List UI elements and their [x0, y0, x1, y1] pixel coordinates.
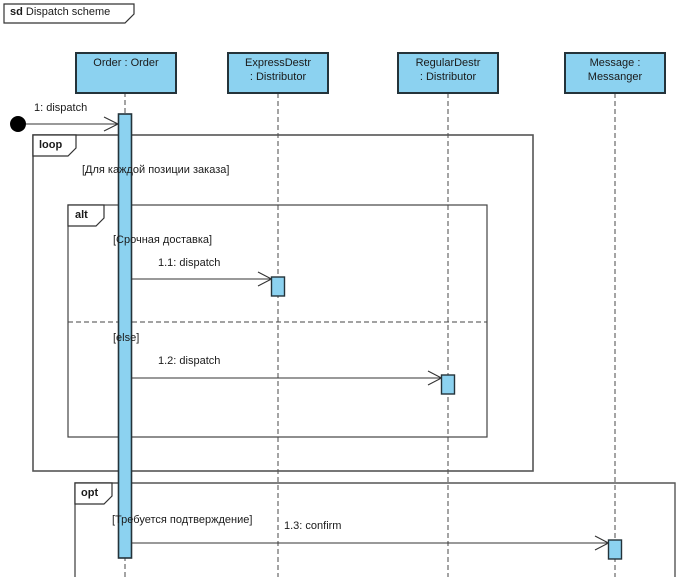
found-message-circle[interactable]: [10, 116, 26, 132]
lifeline-label-line2: : Distributor: [419, 71, 477, 83]
lifeline-label-line2: : Distributor: [249, 71, 307, 83]
lifeline-label: Order : Order: [93, 57, 159, 69]
alt-guard-urgent-text[interactable]: [Срочная доставка]: [113, 234, 213, 246]
regulardestr-activation-bar[interactable]: [440, 374, 456, 395]
alt-operator-label[interactable]: alt: [75, 209, 88, 221]
lifeline-head-messanger[interactable]: Message : Messanger: [564, 52, 666, 94]
loop-guard-text[interactable]: [Для каждой позиции заказа]: [82, 164, 230, 176]
alt-guard-else-text[interactable]: [else]: [113, 332, 140, 344]
message-1-3-label[interactable]: 1.3: confirm: [284, 520, 342, 532]
expressdestr-activation-bar[interactable]: [270, 276, 286, 297]
lifeline-head-expressdestr[interactable]: ExpressDestr : Distributor: [227, 52, 329, 94]
lifeline-head-order[interactable]: Order : Order: [75, 52, 177, 94]
lifeline-label: RegularDestr: [415, 57, 481, 69]
message-1-1-label[interactable]: 1.1: dispatch: [158, 257, 221, 269]
opt-operator-label[interactable]: opt: [81, 487, 99, 499]
diagram-title: sd Dispatch scheme: [10, 6, 110, 19]
opt-guard-text[interactable]: [Требуется подтверждение]: [112, 514, 253, 526]
lifeline-label-line2: Messanger: [587, 71, 643, 83]
frame-keyword: sd: [10, 6, 23, 18]
opt-operator-pentagon[interactable]: [74, 482, 113, 505]
loop-operator-label[interactable]: loop: [39, 139, 63, 151]
message-1-label[interactable]: 1: dispatch: [34, 102, 88, 114]
opt-fragment-frame[interactable]: [74, 482, 676, 577]
frame-title: Dispatch scheme: [25, 6, 111, 18]
messanger-activation-bar[interactable]: [607, 539, 623, 560]
order-activation-bar[interactable]: [117, 113, 133, 559]
message-1-2-label[interactable]: 1.2: dispatch: [158, 355, 221, 367]
alt-operator-pentagon[interactable]: [67, 204, 105, 227]
lifeline-label: Message :: [589, 57, 641, 69]
diagram-title-tab[interactable]: [3, 3, 135, 24]
loop-fragment-frame[interactable]: [32, 134, 534, 472]
loop-operator-pentagon[interactable]: [32, 134, 77, 157]
lifeline-head-regulardestr[interactable]: RegularDestr : Distributor: [397, 52, 499, 94]
lifeline-label: ExpressDestr: [244, 57, 312, 69]
alt-fragment-frame[interactable]: [67, 204, 488, 438]
